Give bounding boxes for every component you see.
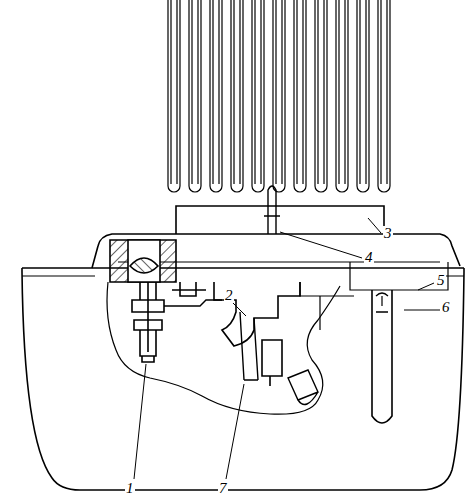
radiator-tubes [168,0,390,192]
radiator-tube [252,0,264,192]
well-screw [376,293,388,306]
radiator-tube [273,0,285,192]
callout-number: 5 [436,273,446,288]
component-body [262,340,282,386]
callout-number: 3 [383,226,393,241]
radiator-tube [210,0,222,192]
terminal-lead [164,300,222,306]
radiator-tube [189,0,201,192]
terminal-bolt [132,282,164,362]
callout-number: 2 [224,288,234,303]
vent-pin [264,186,280,234]
tank-body [22,268,464,490]
callout-number: 4 [364,250,374,265]
radiator-tube [168,0,180,192]
tank-flange [22,275,464,276]
bracket [214,282,300,346]
cutaway-edge [107,282,340,414]
bracket-arm [240,312,258,380]
radiator-header [176,206,384,234]
core-top [300,282,354,330]
callout-number: 7 [218,481,228,496]
radiator-tube [294,0,306,192]
callout-number: 6 [441,300,451,315]
radiator-tube [231,0,243,192]
radiator-tube [378,0,390,192]
radiator-tube [315,0,327,192]
component-cap [288,370,318,405]
thermometer-well [372,290,392,423]
radiator-tube [357,0,369,192]
radiator-tube [336,0,348,192]
bushing-bore [128,240,160,282]
bushing-bore-ball [130,258,158,273]
clamp [172,282,206,296]
bushing [110,240,176,282]
leader-lines [134,218,440,479]
callout-number: 1 [125,481,135,496]
